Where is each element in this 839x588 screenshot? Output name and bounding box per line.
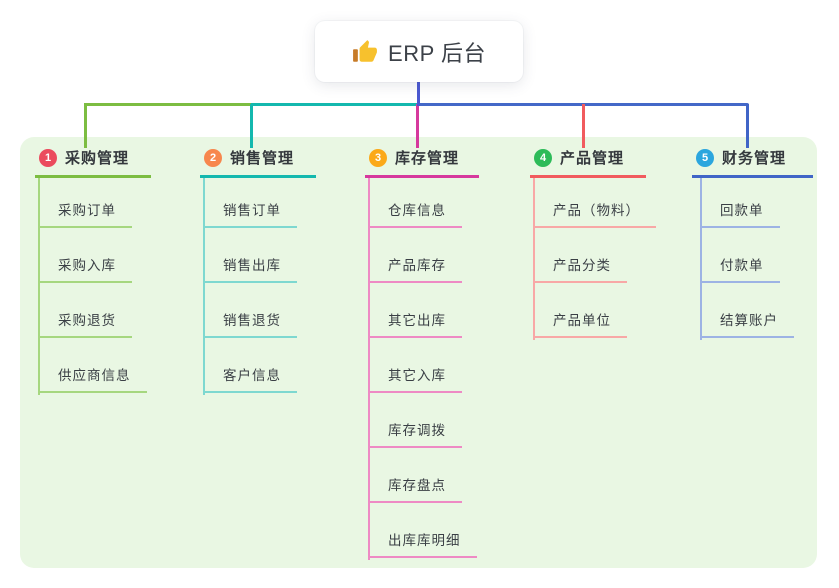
child-node-label: 销售出库 <box>223 258 281 273</box>
child-node[interactable]: 其它出库 <box>368 307 462 338</box>
child-node[interactable]: 供应商信息 <box>38 362 147 393</box>
child-node-label: 产品（物料） <box>553 203 640 218</box>
branch-label: 产品管理 <box>560 150 625 167</box>
branch-child-connector <box>203 178 205 395</box>
child-node-label: 产品分类 <box>553 258 611 273</box>
child-node[interactable]: 采购退货 <box>38 307 132 338</box>
branch-drop-line-3 <box>416 104 419 148</box>
child-node[interactable]: 产品（物料） <box>533 197 656 228</box>
child-node-label: 产品库存 <box>388 258 446 273</box>
branch-number-badge: 2 <box>204 148 222 167</box>
branch-number-badge: 5 <box>696 148 714 167</box>
child-node-label: 客户信息 <box>223 368 281 383</box>
child-node[interactable]: 其它入库 <box>368 362 462 393</box>
connector-horizontal-left-inner <box>251 103 418 106</box>
child-node-label: 供应商信息 <box>58 368 131 383</box>
branch-node-1[interactable]: 1 采购管理 <box>35 147 151 178</box>
branch-number-badge: 1 <box>39 148 57 167</box>
child-node[interactable]: 结算账户 <box>700 307 794 338</box>
branch-node-2[interactable]: 2 销售管理 <box>200 147 316 178</box>
child-node[interactable]: 付款单 <box>700 252 780 283</box>
child-node[interactable]: 销售出库 <box>203 252 297 283</box>
child-node[interactable]: 库存调拨 <box>368 417 462 448</box>
child-node-label: 仓库信息 <box>388 203 446 218</box>
branches-panel <box>20 137 817 568</box>
branch-label: 库存管理 <box>395 150 460 167</box>
child-node-label: 其它入库 <box>388 368 446 383</box>
branch-child-connector <box>38 178 40 395</box>
root-node-label: ERP 后台 <box>388 40 486 66</box>
child-node-label: 出库库明细 <box>388 533 461 548</box>
child-node[interactable]: 采购订单 <box>38 197 132 228</box>
branch-node-5[interactable]: 5 财务管理 <box>692 147 813 178</box>
child-node[interactable]: 出库库明细 <box>368 527 477 558</box>
connector-horizontal-left-outer <box>84 103 251 106</box>
branch-drop-line-1 <box>84 104 87 148</box>
branch-drop-line-5 <box>746 104 749 148</box>
branch-label: 销售管理 <box>230 150 295 167</box>
child-node[interactable]: 产品单位 <box>533 307 627 338</box>
child-node-label: 采购入库 <box>58 258 116 273</box>
child-node[interactable]: 采购入库 <box>38 252 132 283</box>
child-node-label: 库存盘点 <box>388 478 446 493</box>
child-node-label: 结算账户 <box>720 313 778 328</box>
branch-number-badge: 3 <box>369 148 387 167</box>
child-node[interactable]: 产品库存 <box>368 252 462 283</box>
child-node-label: 付款单 <box>720 258 764 273</box>
branch-child-connector <box>700 178 702 340</box>
child-node-label: 销售订单 <box>223 203 281 218</box>
child-node[interactable]: 产品分类 <box>533 252 627 283</box>
child-node[interactable]: 销售退货 <box>203 307 297 338</box>
thumbs-up-icon <box>353 39 377 62</box>
child-node-label: 库存调拨 <box>388 423 446 438</box>
child-node-label: 其它出库 <box>388 313 446 328</box>
child-node-label: 产品单位 <box>553 313 611 328</box>
child-node[interactable]: 回款单 <box>700 197 780 228</box>
child-node[interactable]: 库存盘点 <box>368 472 462 503</box>
branch-number-badge: 4 <box>534 148 552 167</box>
root-node[interactable]: ERP 后台 <box>315 21 523 82</box>
branch-label: 财务管理 <box>722 150 787 167</box>
child-node[interactable]: 仓库信息 <box>368 197 462 228</box>
connector-root-vertical <box>417 82 420 106</box>
branch-child-connector <box>533 178 535 340</box>
branch-drop-line-2 <box>250 104 253 148</box>
branch-label: 采购管理 <box>65 150 130 167</box>
branch-drop-line-4 <box>582 104 585 148</box>
branch-child-connector <box>368 178 370 560</box>
child-node-label: 销售退货 <box>223 313 281 328</box>
child-node-label: 回款单 <box>720 203 764 218</box>
child-node[interactable]: 客户信息 <box>203 362 297 393</box>
child-node[interactable]: 销售订单 <box>203 197 297 228</box>
branch-node-4[interactable]: 4 产品管理 <box>530 147 646 178</box>
child-node-label: 采购退货 <box>58 313 116 328</box>
branch-node-3[interactable]: 3 库存管理 <box>365 147 479 178</box>
child-node-label: 采购订单 <box>58 203 116 218</box>
